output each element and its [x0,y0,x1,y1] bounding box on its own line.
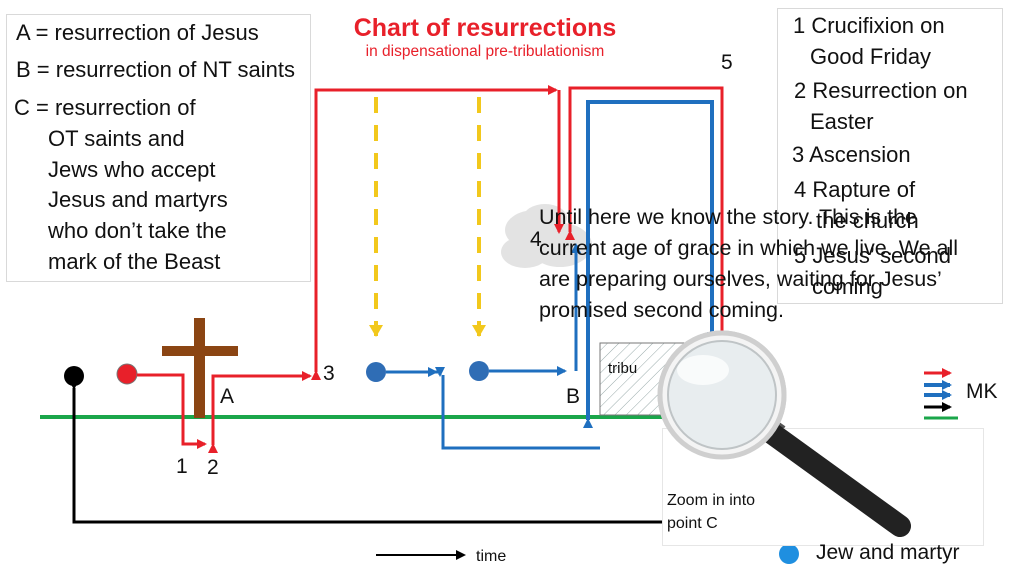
letter-legend-box [6,14,311,282]
blue-dot-2 [469,361,489,381]
jew-martyr-label: Jew and martyr [816,541,960,564]
label-3: 3 [323,362,335,385]
legend-c-line-2: Jews who accept [48,157,216,182]
red-path-crucifixion [137,373,207,449]
mk-legend-arrows [924,368,958,420]
legend-3-line-0: 3 Ascension [792,142,911,167]
legend-c-line-5: mark of the Beast [48,249,221,274]
mk-label: MK [966,380,998,403]
legend-1-line-0: 1 Crucifixion on [793,13,945,38]
label-1: 1 [176,455,188,478]
black-dot [64,366,84,386]
red-dot [116,363,138,385]
cross-icon [162,318,238,418]
number-legend-box [777,8,1003,304]
legend-2-line-0: 2 Resurrection on [794,78,968,103]
legend-4-line-0: 4 Rapture of [794,177,916,202]
chart-title: Chart of resurrections [353,14,617,42]
label-a: A [220,385,235,408]
red-path-rapture [565,86,727,360]
story-text: Until here we know the story. This is th… [539,205,959,322]
legend-b: B = resurrection of NT saints [16,57,295,82]
legend-c-line-3: Jesus and martyrs [48,187,228,212]
legend-c-line-1: OT saints and [48,126,185,151]
legend-5-line-1: coming [812,274,883,299]
black-path [69,380,664,524]
legend-5-line-0: 5 Jesus’ second [794,243,951,268]
jew-martyr-dot [779,544,799,564]
legend-c-line-4: who don’t take the [48,218,227,243]
zoom-label: Zoom in into point C [667,492,756,532]
blue-path-down [441,375,600,450]
red-path-resurrection [208,371,312,453]
blue-dot-1 [366,362,386,382]
legend-1-line-1: Good Friday [810,44,932,69]
legend-c-line-0: C = resurrection of [14,95,196,120]
tribulation-label: tribu [608,360,638,377]
label-4: 4 [530,228,542,251]
blue-path-nt [583,100,717,428]
chart-subtitle: in dispensational pre-tribulationism [365,43,605,60]
legend-4-line-1: the church [816,208,919,233]
legend-2-line-1: Easter [810,109,874,134]
legend-a: A = resurrection of Jesus [16,20,259,45]
red-path-ascension [311,85,558,380]
time-label: time [476,548,507,565]
label-5: 5 [721,51,733,74]
label-2: 2 [207,456,219,479]
label-b: B [566,385,581,408]
